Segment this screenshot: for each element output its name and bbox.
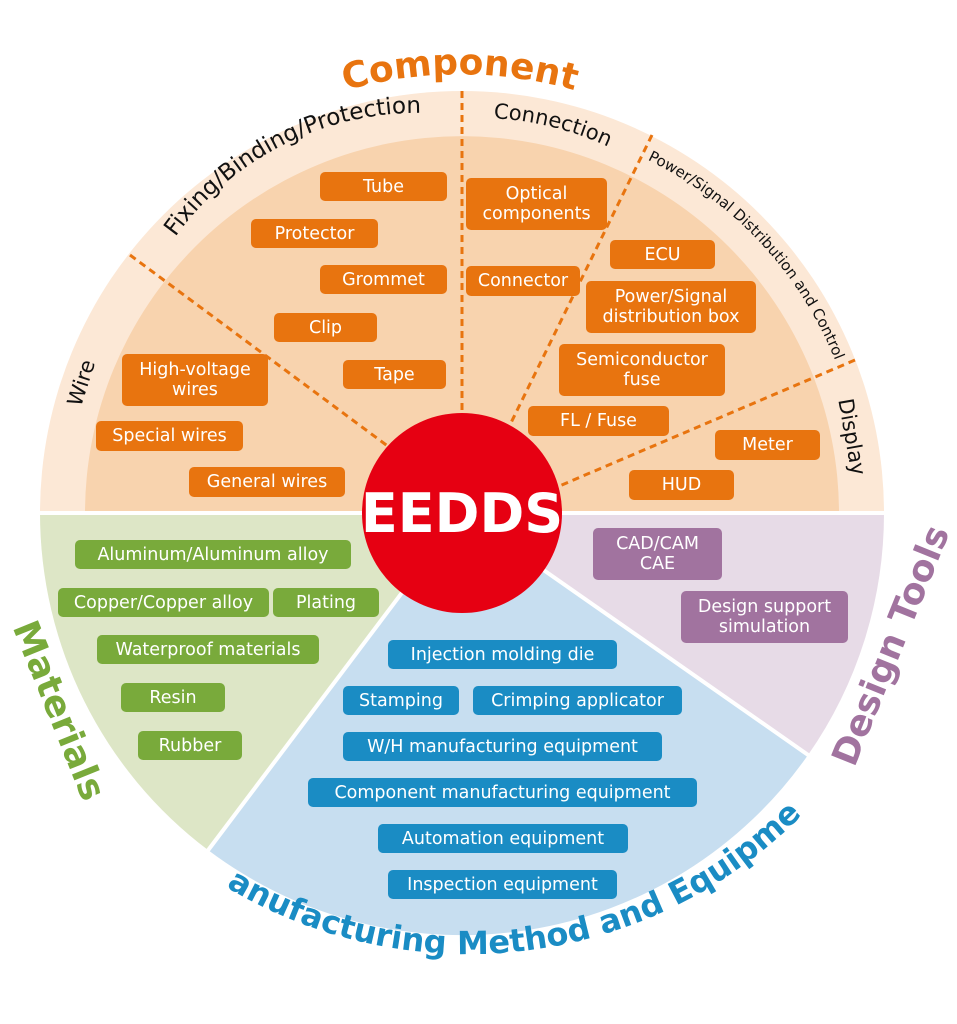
component-title: Component (338, 42, 583, 99)
tag-special-wires: Special wires (96, 421, 243, 451)
tag-semiconductor-fuse: Semiconductor fuse (559, 344, 725, 396)
tag-component-equipment: Component manufacturing equipment (308, 778, 697, 807)
design-tools-region (462, 513, 885, 755)
tag-hud: HUD (629, 470, 734, 500)
tag-tube: Tube (320, 172, 447, 201)
tag-clip: Clip (274, 313, 377, 342)
tag-fl-fuse: FL / Fuse (528, 406, 669, 436)
tag-grommet: Grommet (320, 265, 447, 294)
tag-injection: Injection molding die (388, 640, 617, 669)
tag-inspection: Inspection equipment (388, 870, 617, 899)
tag-power-signal-box: Power/Signal distribution box (586, 281, 756, 333)
tag-protector: Protector (251, 219, 378, 248)
tag-connector: Connector (466, 266, 580, 296)
tag-copper: Copper/Copper alloy (58, 588, 269, 617)
tag-wh-equipment: W/H manufacturing equipment (343, 732, 662, 761)
tag-aluminum: Aluminum/Aluminum alloy (75, 540, 351, 569)
tag-waterproof: Waterproof materials (97, 635, 319, 664)
tag-optical-components: Optical components (466, 178, 607, 230)
tag-tape: Tape (343, 360, 446, 389)
center-label: EEDDS (360, 481, 564, 545)
tag-crimping: Crimping applicator (473, 686, 682, 715)
tag-rubber: Rubber (138, 731, 242, 760)
tag-plating: Plating (273, 588, 379, 617)
tag-high-voltage-wires: High-voltage wires (122, 354, 268, 406)
subsection-dividers (129, 91, 856, 492)
tag-ecu: ECU (610, 240, 715, 269)
tag-automation: Automation equipment (378, 824, 628, 853)
tag-general-wires: General wires (189, 467, 345, 497)
tag-resin: Resin (121, 683, 225, 712)
manufacturing-region (208, 513, 808, 936)
tag-cad: CAD/CAM CAE (593, 528, 722, 580)
tag-design-support: Design support simulation (681, 591, 848, 643)
center-circle (362, 413, 562, 613)
tag-stamping: Stamping (343, 686, 459, 715)
tag-meter: Meter (715, 430, 820, 460)
